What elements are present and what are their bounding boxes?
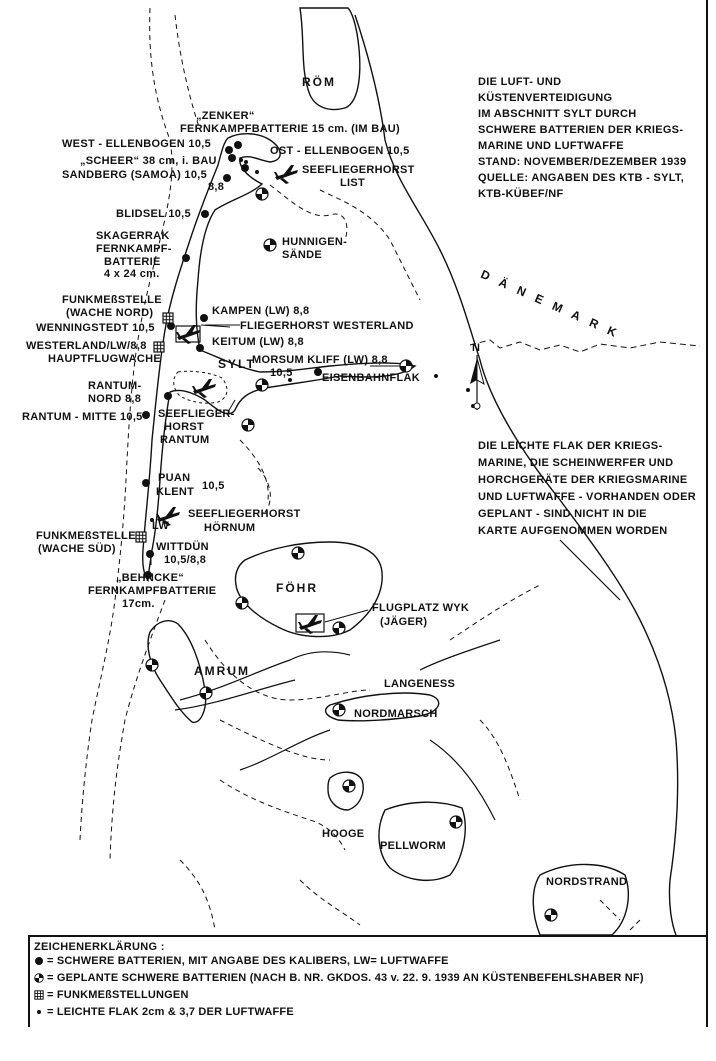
label-hooge: HOOGE bbox=[322, 828, 365, 840]
label-scheer: „SCHEER“ 38 cm, i. BAU bbox=[80, 155, 217, 167]
label-rantum-nord-2: NORD 8,8 bbox=[88, 393, 142, 405]
label-morsum: MORSUM KLIFF (LW) 8,8 bbox=[252, 354, 388, 366]
label-puan-cal: 10,5 bbox=[202, 480, 225, 492]
label-zenker: „ZENKER“ bbox=[196, 110, 255, 122]
label-puan: PUAN bbox=[158, 472, 191, 484]
label-amrum: AMRUM bbox=[194, 664, 250, 678]
label-funkmess-nord-2: (WACHE NORD) bbox=[66, 307, 154, 319]
label-flugplatz-wyk: FLUGPLATZ WYK bbox=[372, 602, 470, 614]
label-behncke-2: FERNKAMPFBATTERIE bbox=[88, 585, 217, 597]
label-seeflieger-rantum-2: HORST bbox=[164, 421, 204, 433]
label-pellworm: PELLWORM bbox=[380, 840, 446, 852]
label-north: N bbox=[472, 342, 481, 354]
label-sandberg: SANDBERG (SAMOA) 10,5 bbox=[62, 169, 208, 181]
radar-grid-icon bbox=[34, 990, 44, 1000]
label-rantum-mitte: RANTUM - MITTE 10,5 bbox=[22, 411, 143, 423]
label-seeflieger-list-2: LIST bbox=[340, 177, 366, 189]
label-hunnigen: HUNNIGEN- bbox=[282, 236, 348, 248]
foehr-island bbox=[234, 541, 383, 638]
label-langeness: LANGENESS bbox=[384, 678, 456, 690]
label-behncke-3: 17cm. bbox=[122, 598, 155, 610]
label-roem: RÖM bbox=[302, 75, 336, 89]
label-wenningstedt: WENNINGSTEDT 10,5 bbox=[36, 322, 155, 334]
roem-island bbox=[299, 7, 361, 111]
radar-station bbox=[153, 341, 165, 353]
label-kampen: KAMPEN (LW) 8,8 bbox=[212, 305, 310, 317]
label-sandberg-cal: 8,8 bbox=[208, 181, 225, 193]
legend-row-battery: = SCHWERE BATTERIEN, MIT ANGABE DES KALI… bbox=[34, 955, 449, 967]
label-funkmess-sued-2: (WACHE SÜD) bbox=[38, 543, 116, 555]
label-puan-2: KLENT bbox=[156, 486, 195, 498]
legend-row-flak: = LEICHTE FLAK 2cm & 3,7 DER LUFTWAFFE bbox=[34, 1006, 294, 1018]
label-lw: LW bbox=[152, 520, 170, 532]
north-arrow bbox=[470, 355, 485, 410]
label-hunnigen-2: SÄNDE bbox=[282, 249, 323, 261]
label-skagerrak-4: 4 x 24 cm. bbox=[104, 268, 160, 280]
label-skagerrak-3: BATTERIE bbox=[104, 256, 161, 268]
label-skagerrak: SKAGERRAK bbox=[96, 230, 170, 242]
shoal-lines bbox=[79, 7, 641, 931]
label-fliegerhorst-westerland: FLIEGERHORST WESTERLAND bbox=[240, 320, 414, 332]
planned-battery-icon bbox=[34, 973, 44, 983]
label-foehr: FÖHR bbox=[276, 581, 318, 595]
label-seeflieger-hoernum: SEEFLIEGERHORST bbox=[188, 508, 301, 520]
danish-border bbox=[469, 339, 701, 353]
label-west-ellenbogen: WEST - ELLENBOGEN 10,5 bbox=[62, 138, 212, 150]
legend-title: ZEICHENERKLÄRUNG : bbox=[34, 941, 165, 953]
label-flugplatz-wyk-2: (JÄGER) bbox=[380, 616, 428, 628]
legend-row-radar: = FUNKMEßSTELLUNGEN bbox=[34, 989, 189, 1001]
label-sylt: SYLT bbox=[218, 357, 256, 371]
label-ost-ellenbogen: OST - ELLENBOGEN 10,5 bbox=[270, 145, 410, 157]
label-westerland-2: HAUPTFLUGWACHE bbox=[48, 353, 161, 365]
label-behncke: „BEHNCKE“ bbox=[116, 572, 185, 584]
label-westerland: WESTERLAND/LW/8,8 bbox=[26, 340, 147, 352]
radar-station bbox=[162, 312, 174, 324]
label-nordstrand: NORDSTRAND bbox=[546, 876, 628, 888]
legend: ZEICHENERKLÄRUNG : = SCHWERE BATTERIEN, … bbox=[28, 935, 708, 1027]
label-zenker-2: FERNKAMPFBATTERIE 15 cm. (IM BAU) bbox=[180, 123, 400, 135]
battery-icon bbox=[35, 957, 43, 965]
label-keitum: KEITUM (LW) 8,8 bbox=[212, 336, 304, 348]
label-eisenbahnflak: EISENBAHNFLAK bbox=[322, 372, 421, 384]
label-seeflieger-hoernum-2: HÖRNUM bbox=[204, 522, 256, 534]
label-seeflieger-rantum: SEEFLIEGER- bbox=[158, 408, 235, 420]
legend-row-planned: = GEPLANTE SCHWERE BATTERIEN (NACH B. NR… bbox=[34, 972, 644, 984]
label-skagerrak-2: FERNKAMPF- bbox=[96, 243, 172, 255]
map-title: DIE LUFT- UND KÜSTENVERTEIDIGUNG IM ABSC… bbox=[478, 76, 687, 200]
light-flak-markers bbox=[150, 158, 475, 522]
label-funkmess-sued: FUNKMEßSTELLE bbox=[36, 530, 136, 542]
map-note: DIE LEICHTE FLAK DER KRIEGS- MARINE, DIE… bbox=[478, 440, 696, 537]
radar-station bbox=[135, 531, 147, 543]
pellworm-island bbox=[378, 801, 466, 881]
plane-icon bbox=[274, 165, 298, 184]
light-flak-icon bbox=[37, 1010, 41, 1014]
label-wittduen: WITTDÜN bbox=[156, 541, 209, 553]
langeness-island bbox=[324, 692, 440, 722]
label-blidsel: BLIDSEL 10,5 bbox=[116, 208, 191, 220]
label-nordmarsch: NORDMARSCH bbox=[354, 708, 438, 720]
label-wittduen-2: 10,5/8,8 bbox=[164, 554, 207, 566]
label-morsum-cal: 10,5 bbox=[270, 367, 293, 379]
label-rantum-nord: RANTUM- bbox=[88, 380, 142, 392]
label-seeflieger-list: SEEFLIEGERHORST bbox=[302, 164, 415, 176]
map-frame bbox=[706, 0, 708, 936]
mainland-coast bbox=[354, 14, 679, 936]
label-funkmess-nord: FUNKMEßSTELLE bbox=[62, 294, 162, 306]
label-seeflieger-rantum-3: RANTUM bbox=[160, 434, 210, 446]
